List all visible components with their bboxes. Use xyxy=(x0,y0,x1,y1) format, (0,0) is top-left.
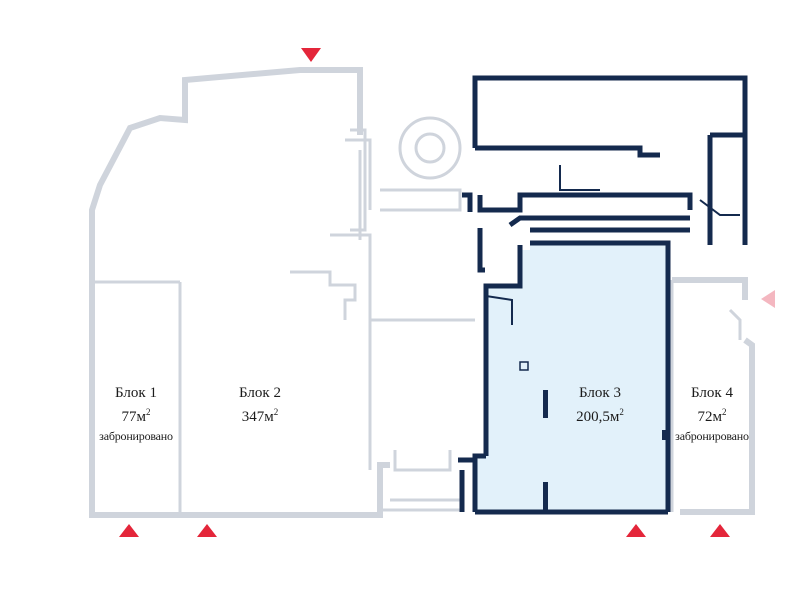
block-1-name: Блок 1 xyxy=(115,385,157,401)
dark-walls xyxy=(458,75,748,515)
block-2-area: 347м2 xyxy=(241,407,279,425)
block-3-area[interactable] xyxy=(475,243,668,512)
entrance-bottom-2-icon[interactable] xyxy=(197,524,217,537)
entrance-top-icon[interactable] xyxy=(301,48,321,62)
building-outline-grey xyxy=(89,67,475,518)
block-1-label[interactable]: Блок 1 77м2 забронировано xyxy=(96,384,176,446)
entrance-bottom-3-icon[interactable] xyxy=(626,524,646,537)
block-4-outline xyxy=(670,277,755,515)
block-1-status: забронировано xyxy=(99,429,173,443)
entrance-right-icon[interactable] xyxy=(761,290,775,308)
block-4-area: 72м2 xyxy=(697,407,727,425)
entrance-bottom-1-icon[interactable] xyxy=(119,524,139,537)
block-4-name: Блок 4 xyxy=(691,385,733,401)
block-1-area: 77м2 xyxy=(121,407,151,425)
entrance-bottom-4-icon[interactable] xyxy=(710,524,730,537)
block-3-name: Блок 3 xyxy=(579,385,621,401)
block-2-name: Блок 2 xyxy=(239,385,281,401)
block-3-label[interactable]: Блок 3 200,5м2 xyxy=(560,384,640,427)
block-4-status: забронировано xyxy=(675,429,749,443)
block-3-area: 200,5м2 xyxy=(576,407,624,425)
block-4-label[interactable]: Блок 4 72м2 забронировано xyxy=(672,384,752,446)
entrance-markers xyxy=(119,48,775,537)
block-2-label[interactable]: Блок 2 347м2 xyxy=(220,384,300,427)
